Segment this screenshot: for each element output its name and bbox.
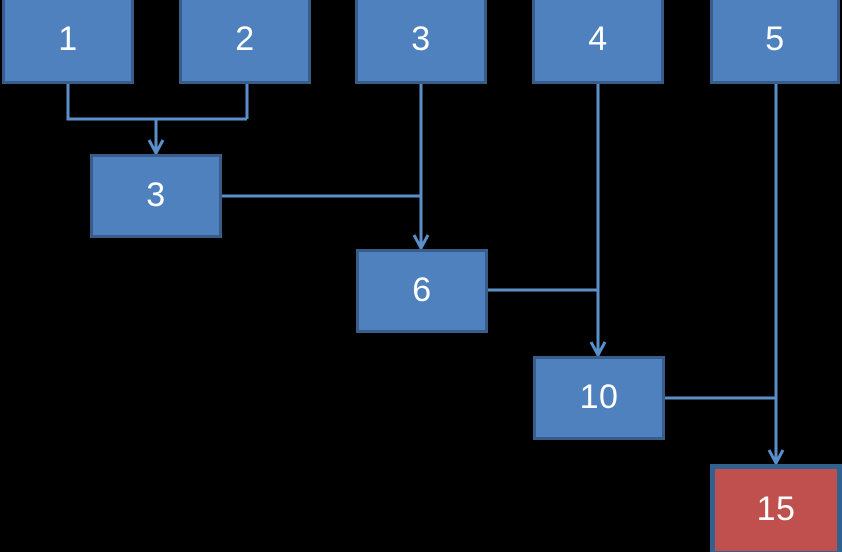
connector-5-to-15 [767, 84, 785, 467]
connector-4-to-10 [589, 84, 607, 359]
connector-1-to-3 [66, 84, 249, 157]
node-10-label: 10 [579, 378, 619, 416]
node-6[interactable]: 6 [356, 249, 488, 333]
node-3-mid-label: 3 [146, 176, 166, 214]
node-3-top-label: 3 [411, 20, 431, 58]
node-4-label: 4 [588, 20, 608, 58]
node-2[interactable]: 2 [179, 0, 311, 84]
node-1[interactable]: 1 [2, 0, 134, 84]
connector-3top-to-6 [412, 84, 430, 252]
node-3-mid[interactable]: 3 [90, 154, 222, 238]
node-15-label: 15 [756, 490, 796, 528]
node-4[interactable]: 4 [532, 0, 664, 84]
node-10[interactable]: 10 [533, 356, 665, 440]
node-6-label: 6 [412, 271, 432, 309]
node-5-label: 5 [765, 20, 785, 58]
node-1-label: 1 [58, 20, 78, 58]
node-3-top[interactable]: 3 [355, 0, 487, 84]
node-15[interactable]: 15 [710, 464, 842, 552]
node-2-label: 2 [235, 20, 255, 58]
node-5[interactable]: 5 [710, 0, 840, 84]
